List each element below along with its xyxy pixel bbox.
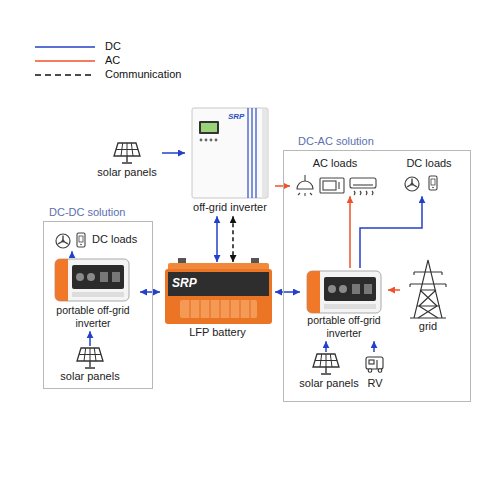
portable-inverter-illustration <box>307 271 381 313</box>
device-node: off-grid inverter <box>185 106 275 216</box>
device-node: LFP battery <box>160 262 275 341</box>
solar-panel-icon <box>114 143 140 163</box>
device-node: DC loads <box>400 155 458 196</box>
node-label: solar panels <box>298 377 360 390</box>
grid-tower-icon <box>410 260 446 318</box>
connector <box>388 289 400 291</box>
node-label: DC loads <box>400 157 458 170</box>
legend-line <box>35 60 95 62</box>
inverter-illustration <box>192 108 268 198</box>
device-node: portable off-grid inverter <box>46 256 140 331</box>
connector <box>360 196 422 268</box>
legend-text: AC <box>105 54 120 67</box>
legend-text: Communication <box>105 68 181 81</box>
legend-line <box>35 46 95 48</box>
solution-region: DC-AC solutionAC loadsDC loadsportable o… <box>283 150 471 402</box>
legend-text: DC <box>105 40 121 53</box>
connector <box>232 216 234 262</box>
device-node: solar panels <box>58 346 122 385</box>
connector <box>373 341 375 352</box>
ac-load-icons <box>297 175 376 196</box>
connector <box>140 291 160 293</box>
node-label: off-grid inverter <box>185 201 275 214</box>
solar-panel-icon <box>77 348 103 368</box>
device-node: solar panels <box>298 352 360 392</box>
connector <box>71 251 73 256</box>
connector <box>325 341 327 352</box>
battery-illustration <box>165 258 272 324</box>
device-node: RV <box>362 352 388 392</box>
connector <box>349 196 351 268</box>
device-node: grid <box>400 258 456 335</box>
connector <box>89 331 91 346</box>
connector <box>162 152 185 154</box>
node-label: portable off-grid inverter <box>300 314 388 339</box>
node-label: portable off-grid inverter <box>46 304 140 329</box>
connector <box>216 216 218 262</box>
device-node: portable off-grid inverter <box>300 268 388 341</box>
device-node: DC loads <box>52 230 140 251</box>
node-label: RV <box>362 377 388 390</box>
node-label: LFP battery <box>160 326 275 339</box>
connector <box>275 291 300 293</box>
node-label: solar panels <box>92 166 162 179</box>
phone-icon <box>77 233 85 247</box>
node-label: DC loads <box>92 233 137 246</box>
node-label: grid <box>400 320 456 333</box>
fan-icon <box>56 234 70 248</box>
solution-region: DC-DC solutionDC loadsportable off-grid … <box>43 221 153 389</box>
region-heading: DC-AC solution <box>298 135 470 148</box>
node-label: solar panels <box>58 370 122 383</box>
portable-inverter-illustration <box>55 259 129 301</box>
region-heading: DC-DC solution <box>49 206 152 219</box>
rv-icon <box>366 357 383 372</box>
device-node: AC loads <box>290 155 380 196</box>
device-node: solar panels <box>92 140 162 181</box>
brand-label: SRP <box>172 276 197 290</box>
node-label: AC loads <box>290 157 380 170</box>
brand-label: SRP <box>228 112 244 122</box>
solar-panel-icon <box>313 354 339 374</box>
phone-icon <box>429 176 437 190</box>
fan-icon <box>405 177 419 191</box>
legend-line <box>35 74 95 76</box>
